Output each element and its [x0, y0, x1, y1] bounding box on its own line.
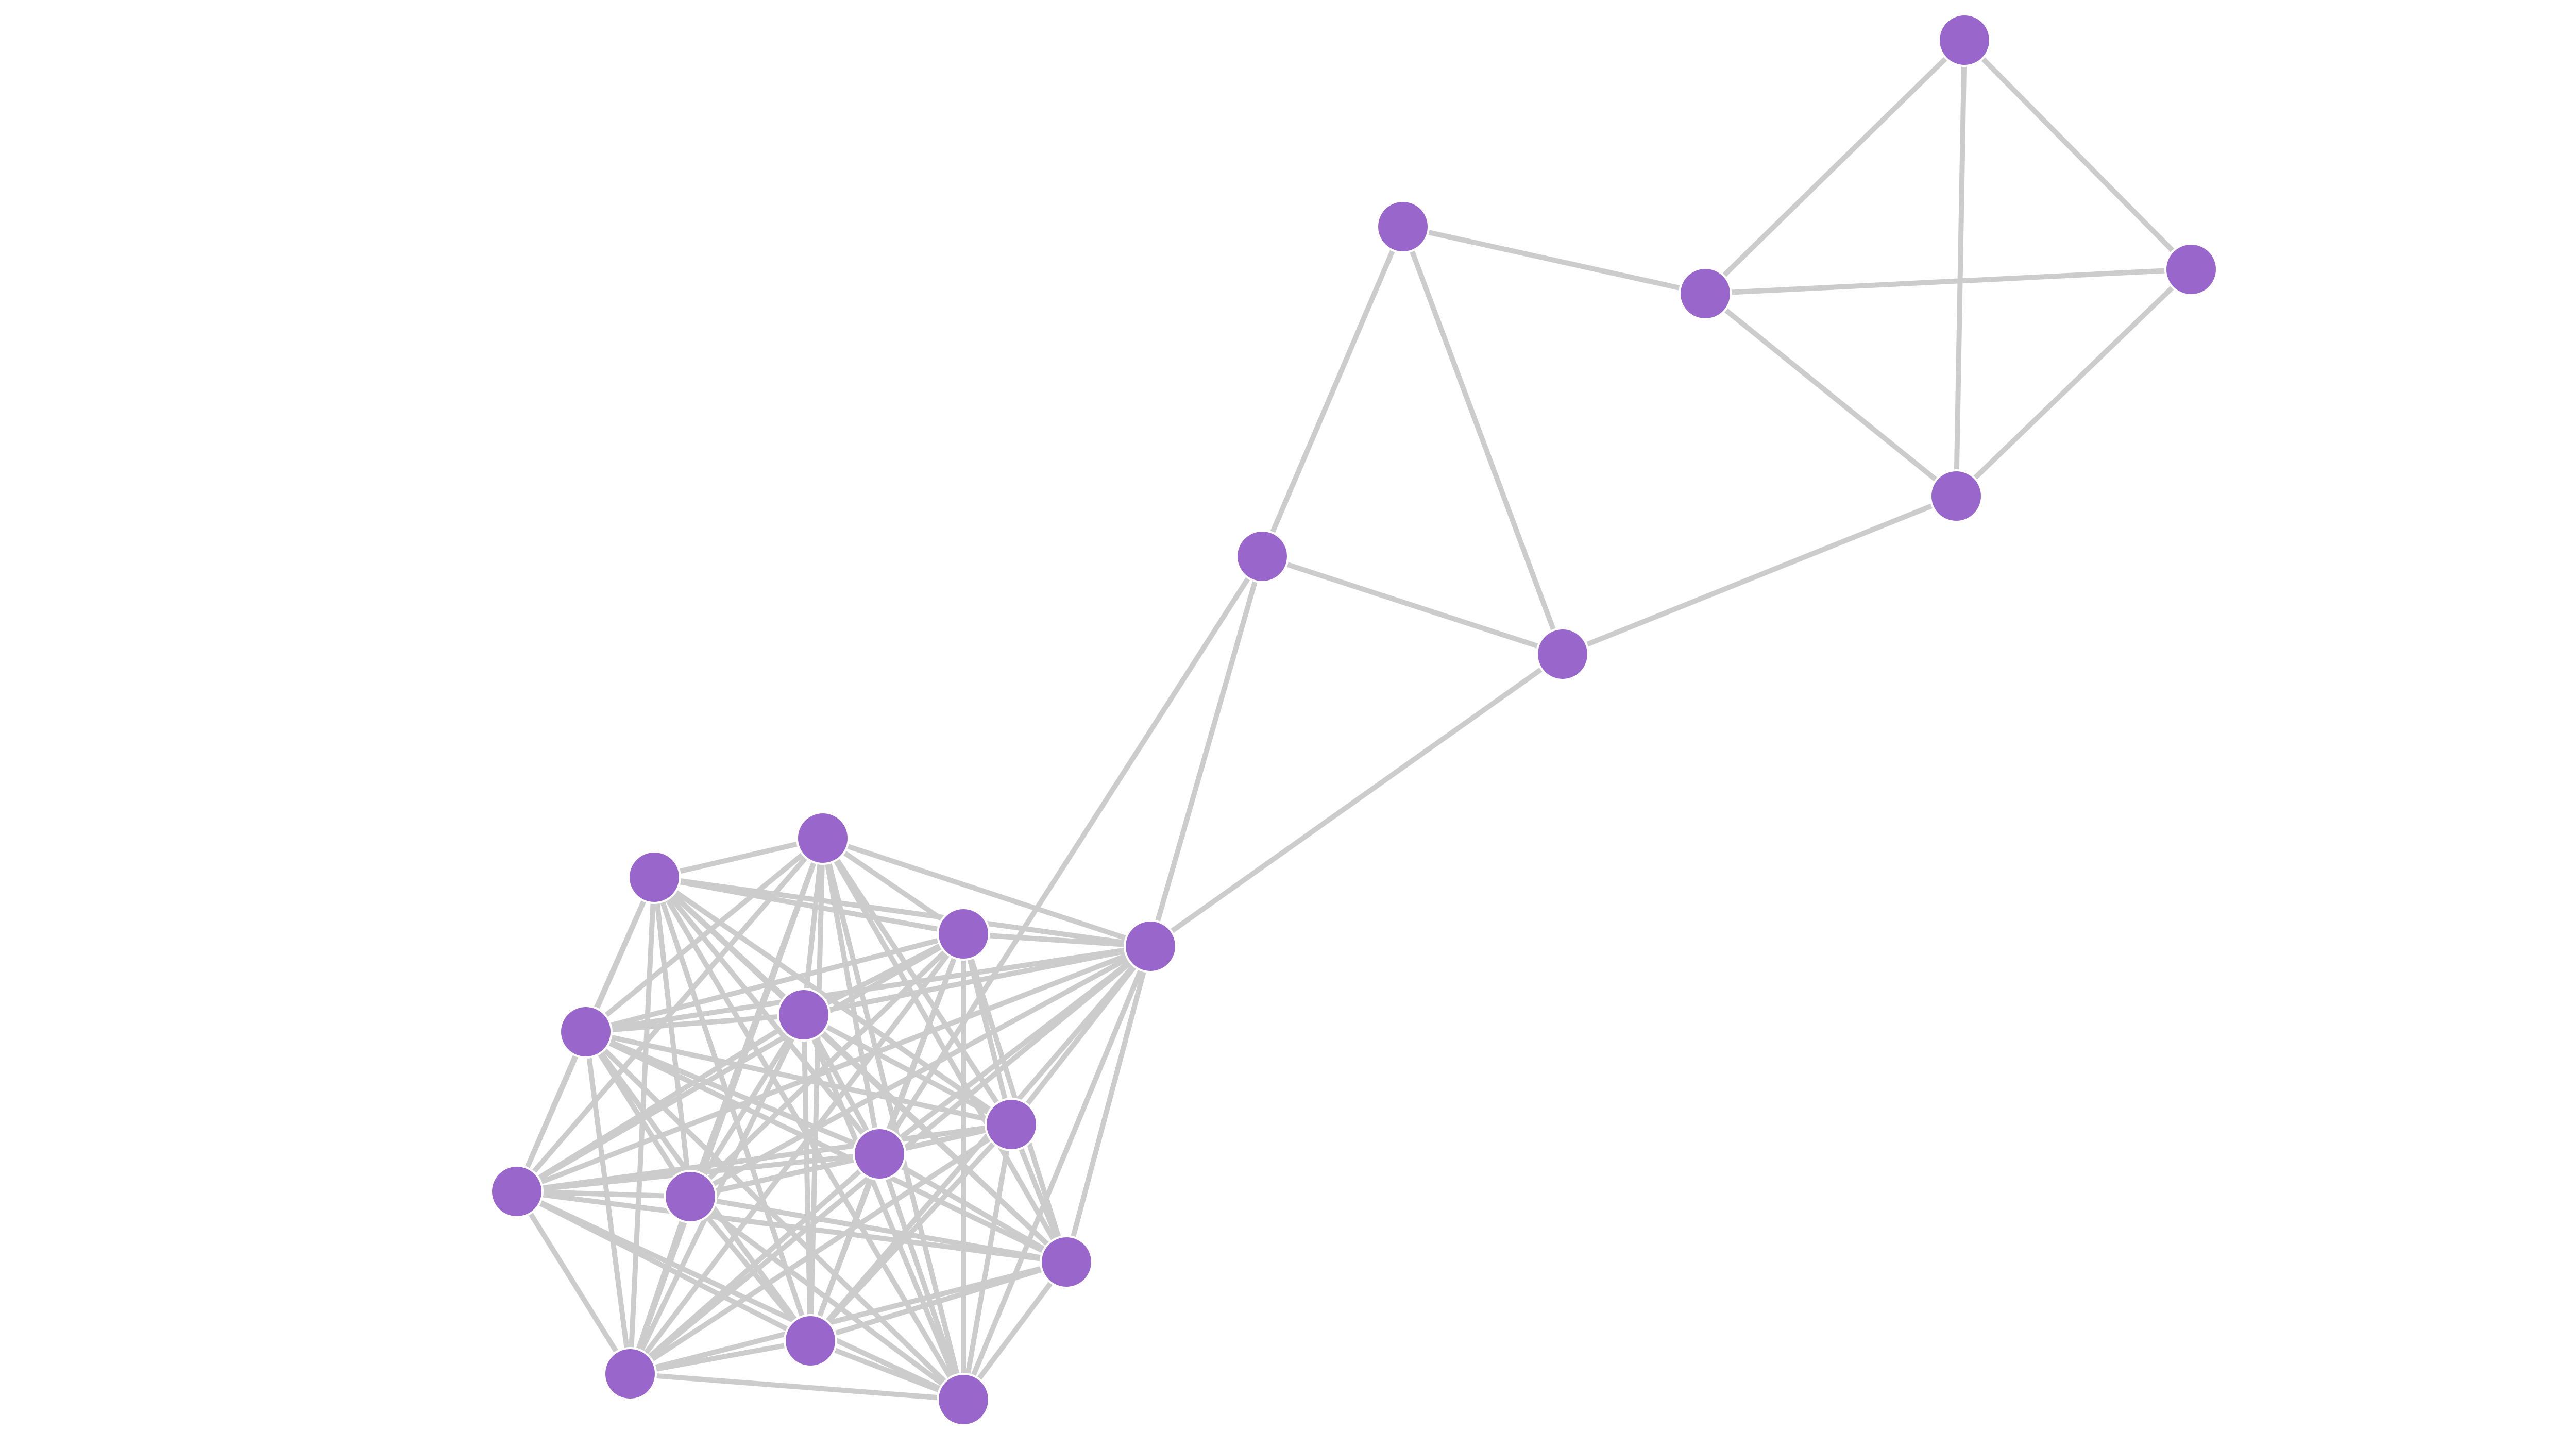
edge-n4-n7 [1560, 493, 1959, 657]
edge-n8-n11 [961, 931, 1153, 949]
edge-n18-n20 [628, 1259, 1069, 1376]
edge-n15-n20 [628, 1151, 882, 1376]
node-n4 [1929, 469, 1983, 523]
edge-n3-n4 [1703, 291, 1959, 499]
edge-n13-n14 [801, 1012, 1014, 1127]
edge-n1-n2 [1962, 38, 2194, 272]
edge-n2-n3 [1703, 267, 2194, 296]
edge-n12-n16 [514, 1029, 588, 1194]
edge-n6-n15 [877, 554, 1265, 1156]
edge-n5-n7 [1400, 224, 1565, 657]
node-n7 [1536, 627, 1589, 681]
node-n13 [777, 988, 831, 1042]
node-n2 [2164, 243, 2218, 296]
edge-n6-n8 [1148, 554, 1265, 949]
edge-n7-n8 [1148, 652, 1565, 949]
edge-n8-n21 [961, 944, 1153, 1402]
edge-n12-n15 [583, 1029, 882, 1156]
edge-n19-n20 [628, 1338, 813, 1376]
node-n3 [1679, 267, 1732, 320]
edge-n13-n16 [514, 1012, 806, 1194]
edge-n10-n11 [652, 875, 966, 936]
edges-layer [514, 38, 2194, 1402]
edge-n9-n10 [652, 836, 825, 880]
node-n15 [853, 1127, 906, 1181]
edge-n12-n13 [583, 1012, 806, 1034]
edge-n8-n17 [688, 944, 1153, 1199]
nodes-layer [490, 13, 2218, 1426]
node-n16 [490, 1165, 544, 1218]
edge-n8-n9 [820, 836, 1153, 949]
edge-n9-n11 [820, 836, 966, 936]
edge-n15-n17 [688, 1151, 882, 1199]
edge-n16-n17 [514, 1189, 693, 1199]
edge-n5-n6 [1260, 224, 1405, 559]
edge-n11-n12 [583, 931, 966, 1034]
edge-n10-n20 [628, 875, 657, 1376]
node-n19 [784, 1314, 837, 1368]
edge-n2-n4 [1954, 267, 2194, 499]
edge-n19-n21 [808, 1338, 966, 1402]
node-n12 [559, 1005, 613, 1059]
edge-n15-n21 [877, 1151, 966, 1402]
node-n9 [796, 811, 850, 865]
edge-n6-n7 [1260, 554, 1565, 657]
edge-n15-n18 [877, 1151, 1069, 1265]
edge-n17-n18 [688, 1194, 1069, 1265]
edge-n12-n18 [583, 1029, 1069, 1265]
edge-n17-n21 [688, 1194, 966, 1402]
edge-n1-n3 [1703, 38, 1967, 296]
edge-n14-n20 [628, 1122, 1014, 1376]
edge-n18-n21 [961, 1259, 1069, 1402]
edge-n13-n18 [801, 1012, 1069, 1265]
edge-n10-n17 [652, 875, 693, 1199]
node-n6 [1235, 530, 1289, 583]
edge-n3-n5 [1400, 224, 1708, 296]
edge-n8-n18 [1064, 944, 1153, 1265]
node-n18 [1040, 1235, 1093, 1289]
node-n1 [1938, 13, 1991, 67]
edge-n14-n21 [961, 1122, 1014, 1402]
edge-n15-n19 [808, 1151, 882, 1343]
edge-n16-n18 [514, 1189, 1069, 1265]
edge-n12-n21 [583, 1029, 966, 1402]
edge-n16-n21 [514, 1189, 966, 1402]
edge-n17-n19 [688, 1194, 813, 1343]
node-n14 [985, 1098, 1038, 1151]
edge-n16-n20 [514, 1189, 633, 1376]
node-n5 [1376, 200, 1430, 253]
edge-n1-n4 [1954, 38, 1967, 499]
node-n8 [1124, 919, 1177, 973]
node-n11 [937, 907, 990, 961]
node-n17 [664, 1170, 717, 1223]
edge-n20-n21 [628, 1371, 966, 1402]
node-n20 [603, 1347, 657, 1401]
edge-n14-n16 [514, 1122, 1014, 1194]
edge-n9-n18 [820, 836, 1069, 1265]
node-n21 [937, 1373, 990, 1426]
edge-n8-n10 [652, 875, 1153, 949]
edge-n12-n14 [583, 1029, 1014, 1127]
node-n10 [628, 850, 681, 904]
edge-n17-n20 [628, 1194, 693, 1376]
